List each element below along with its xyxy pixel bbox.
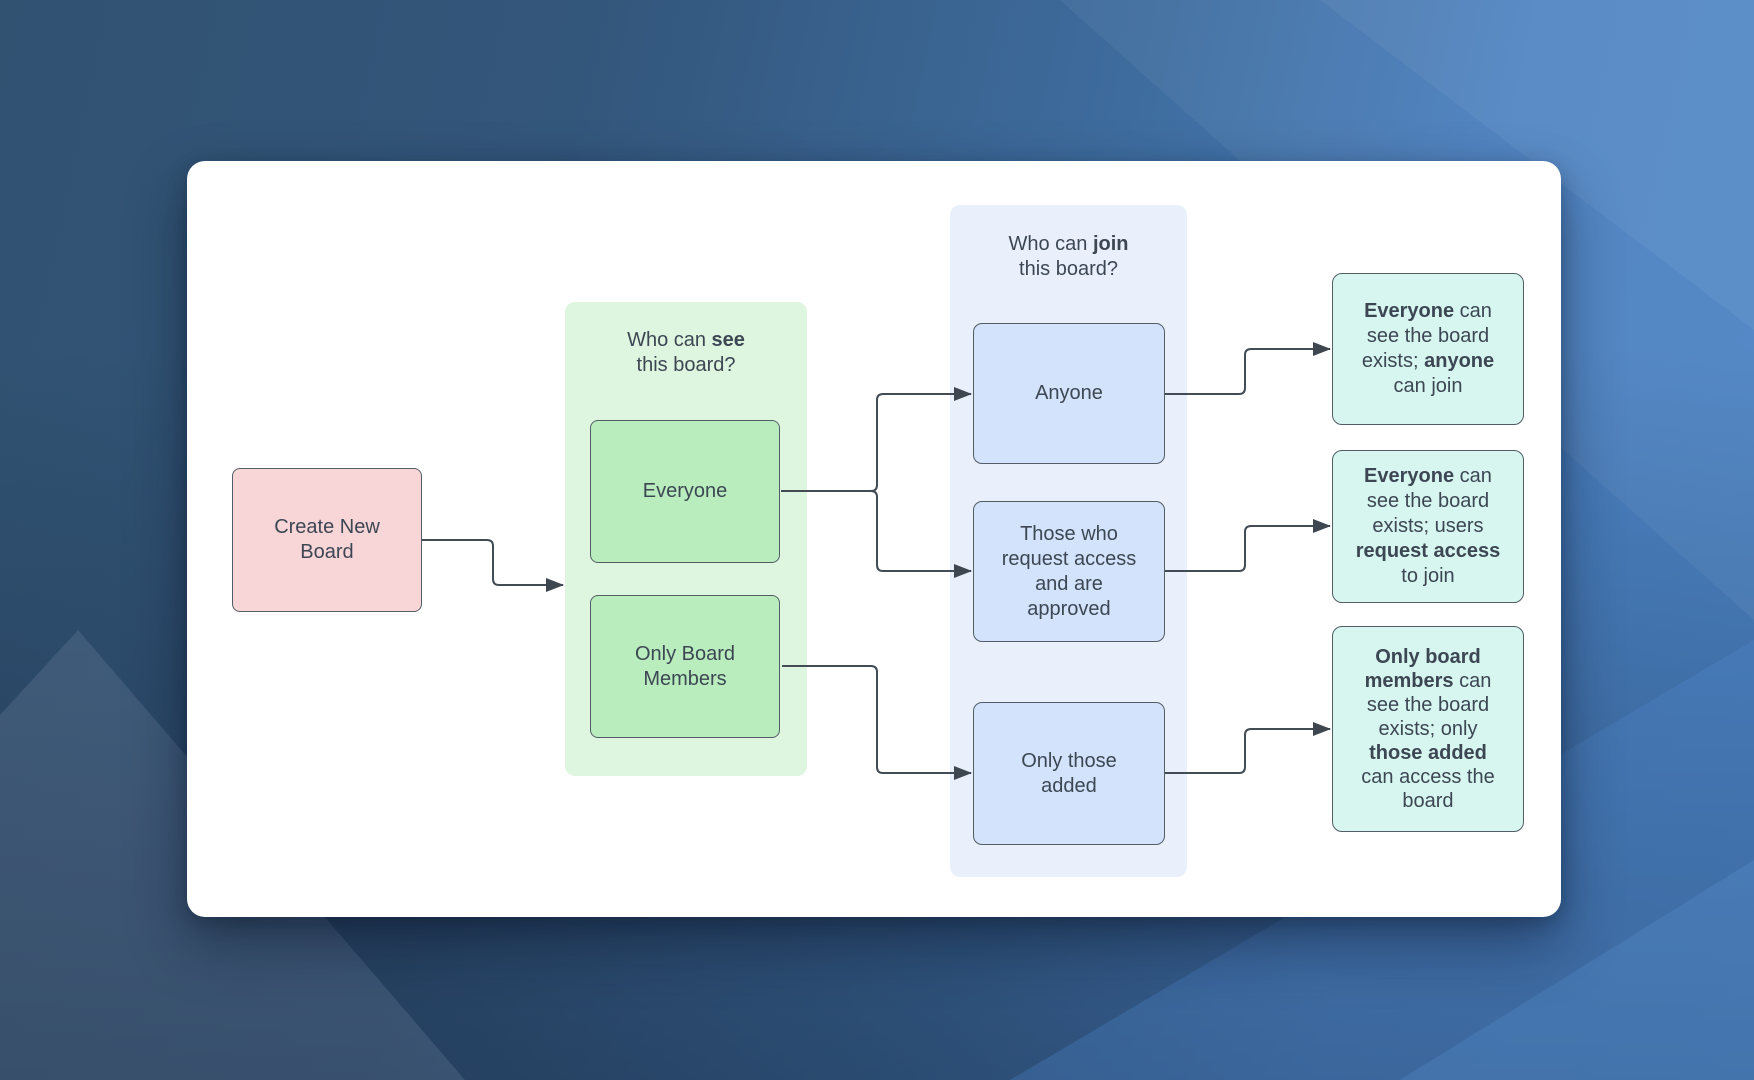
- node-see-only-board-members-label: Only Board Members: [634, 642, 736, 690]
- node-outcome-members-added-label: Only board members can see the board exi…: [1361, 646, 1495, 812]
- node-outcome-everyone-request[interactable]: Everyone can see the board exists; users…: [1332, 450, 1524, 603]
- node-outcome-everyone-anyone[interactable]: Everyone can see the board exists; anyon…: [1332, 273, 1524, 425]
- see-group-title: Who can see this board?: [627, 329, 745, 376]
- node-outcome-everyone-request-label: Everyone can see the board exists; users…: [1355, 465, 1501, 587]
- node-create-new-board-label: Create New Board: [274, 516, 380, 563]
- node-join-only-those-added[interactable]: Only those added: [973, 702, 1165, 845]
- node-outcome-everyone-anyone-label: Everyone can see the board exists; anyon…: [1361, 300, 1495, 397]
- node-join-anyone[interactable]: Anyone: [973, 323, 1165, 464]
- node-see-everyone[interactable]: Everyone: [590, 420, 780, 563]
- node-join-request-access[interactable]: Those who request access and are approve…: [973, 501, 1165, 642]
- node-outcome-members-added[interactable]: Only board members can see the board exi…: [1332, 626, 1524, 832]
- node-join-request-access-label: Those who request access and are approve…: [1001, 522, 1137, 620]
- node-create-new-board[interactable]: Create New Board: [232, 468, 422, 612]
- node-join-anyone-label: Anyone: [1035, 382, 1103, 404]
- node-see-everyone-label: Everyone: [642, 480, 728, 502]
- node-join-only-those-added-label: Only those added: [1021, 749, 1117, 797]
- join-group-title: Who can join this board?: [1008, 233, 1129, 280]
- node-see-only-board-members[interactable]: Only Board Members: [590, 595, 780, 738]
